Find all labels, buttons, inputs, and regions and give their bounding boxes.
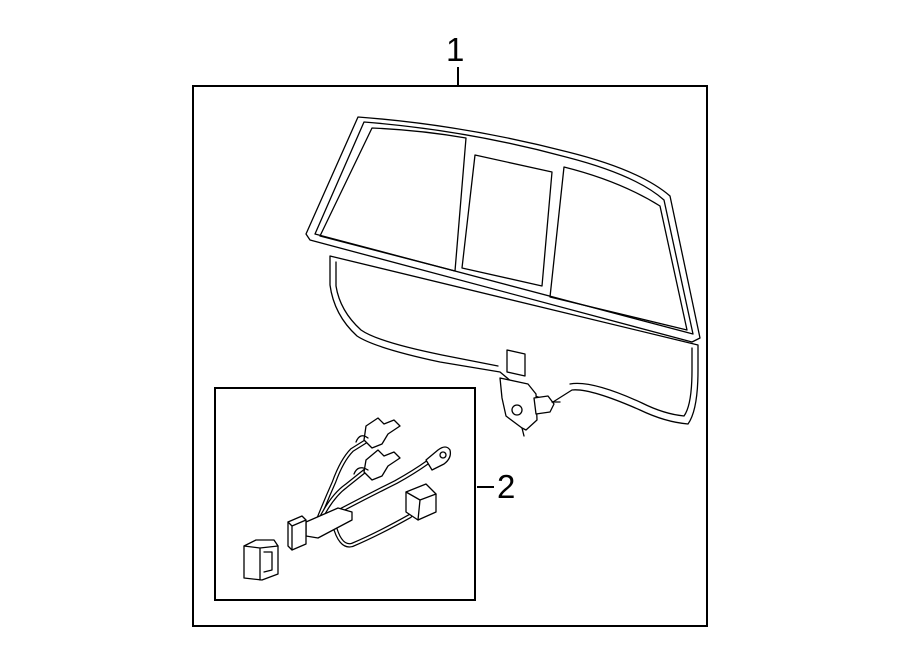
latch-body <box>499 377 538 431</box>
ring-terminal <box>425 446 452 471</box>
window-frame-inner-edge <box>314 121 694 335</box>
ring-terminal-hole <box>439 451 447 459</box>
spade-middle-crimp <box>353 467 369 475</box>
spade-connector-upper <box>363 417 401 449</box>
window-backing-panel <box>329 255 699 425</box>
assembly-frame <box>192 85 708 627</box>
latch-tab <box>506 349 526 377</box>
window-outer-frame <box>305 116 701 343</box>
latch-connector <box>533 395 555 415</box>
harness-sheath <box>305 507 353 539</box>
plug-connector <box>405 483 437 521</box>
window-backing-inner <box>335 261 693 417</box>
left-glass-pane <box>319 127 467 272</box>
inline-connector-edges <box>287 519 307 551</box>
latch-bolt-hole <box>511 404 523 416</box>
harness-inset-frame <box>214 387 476 601</box>
terminal-block-edges <box>243 545 279 581</box>
spade-connector-middle <box>363 449 401 481</box>
spade-upper-crimp <box>355 435 369 443</box>
plug-connector-edges <box>405 491 437 521</box>
right-glass-pane <box>549 166 688 331</box>
terminal-block-detail <box>263 551 273 573</box>
center-sliding-pane <box>461 154 553 287</box>
callout-1-label[interactable]: 1 <box>446 31 464 68</box>
callout-2-label[interactable]: 2 <box>497 468 515 505</box>
wiring-harness[interactable] <box>243 417 452 581</box>
latch-pin <box>521 427 525 437</box>
rear-window-assembly[interactable] <box>305 116 701 437</box>
